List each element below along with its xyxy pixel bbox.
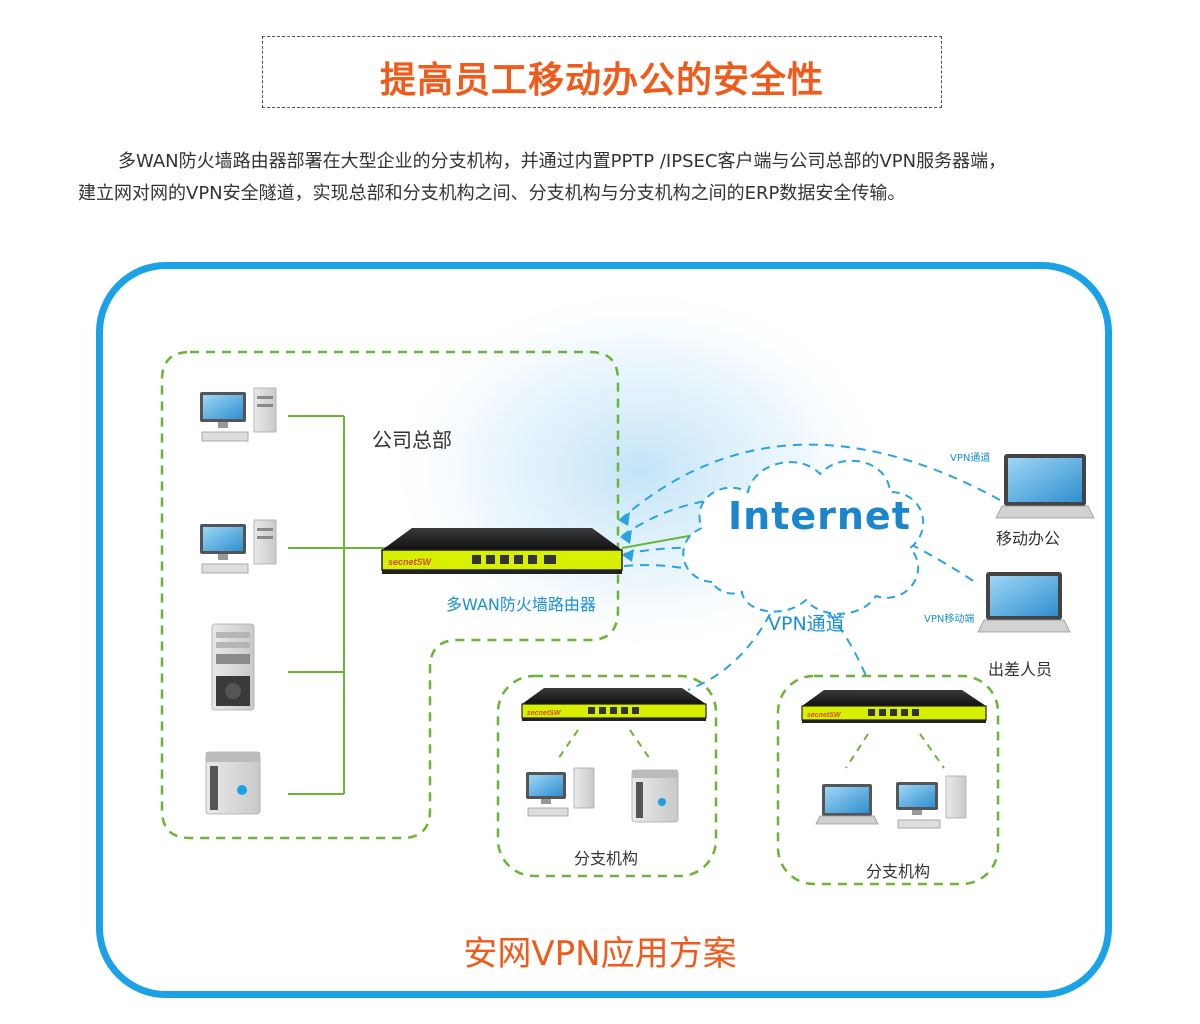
branch2-brand-text: secnetSW xyxy=(807,712,842,719)
branch1-dashed-region xyxy=(496,674,718,878)
server-tower-icon xyxy=(631,769,679,823)
router-icon: secnetSW xyxy=(521,688,707,721)
scheme-title: 安网VPN应用方案 xyxy=(463,934,737,974)
hq-dashed-region xyxy=(160,350,620,840)
travel-staff-label: 出差人员 xyxy=(988,660,1053,679)
vpn-mobile-label: VPN移动端 xyxy=(924,614,975,625)
intro-line-1: 多WAN防火墙路由器部署在大型企业的分支机构，并通过内置PPTP /IPSEC客… xyxy=(118,151,1007,172)
branch-connection-lines xyxy=(555,729,945,769)
vpn-tunnel-label: VPN通道 xyxy=(768,613,845,635)
server-tower-icon xyxy=(205,751,261,815)
vpn-tunnel-small-label: VPN通道 xyxy=(950,453,991,464)
desktop-computer-icon xyxy=(526,767,595,817)
firewall-brand-text: secnetSW xyxy=(388,557,433,567)
server-tower-icon xyxy=(211,623,255,711)
laptop-icon xyxy=(995,454,1095,519)
desktop-computer-icon xyxy=(200,519,277,574)
vpn-arrowheads xyxy=(618,512,634,562)
hq-connection-lines xyxy=(288,415,701,795)
mobile-office-label: 移动办公 xyxy=(996,529,1061,548)
internet-label: Internet xyxy=(728,494,911,538)
desktop-computer-icon xyxy=(896,775,967,829)
firewall-label: 多WAN防火墙路由器 xyxy=(446,595,596,614)
branch2-dashed-region xyxy=(776,674,1000,886)
page-title: 提高员工移动办公的安全性 xyxy=(379,60,824,101)
cloud-icon xyxy=(682,459,925,615)
laptop-icon xyxy=(977,572,1071,633)
title-box: 提高员工移动办公的安全性 xyxy=(262,36,942,108)
diagram-frame xyxy=(96,262,1112,998)
laptop-icon xyxy=(815,784,879,825)
router-icon: secnetSW xyxy=(801,690,987,723)
branch1-label: 分支机构 xyxy=(574,849,639,868)
intro-paragraph: 多WAN防火墙路由器部署在大型企业的分支机构，并通过内置PPTP /IPSEC客… xyxy=(78,146,1158,210)
intro-line-2: 建立网对网的VPN安全隧道，实现总部和分支机构之间、分支机构与分支机构之间的ER… xyxy=(78,183,906,204)
router-icon: secnetSW xyxy=(381,528,623,574)
branch1-brand-text: secnetSW xyxy=(527,710,562,717)
desktop-computer-icon xyxy=(200,387,277,442)
branch2-label: 分支机构 xyxy=(866,862,931,881)
hq-label: 公司总部 xyxy=(372,428,452,452)
